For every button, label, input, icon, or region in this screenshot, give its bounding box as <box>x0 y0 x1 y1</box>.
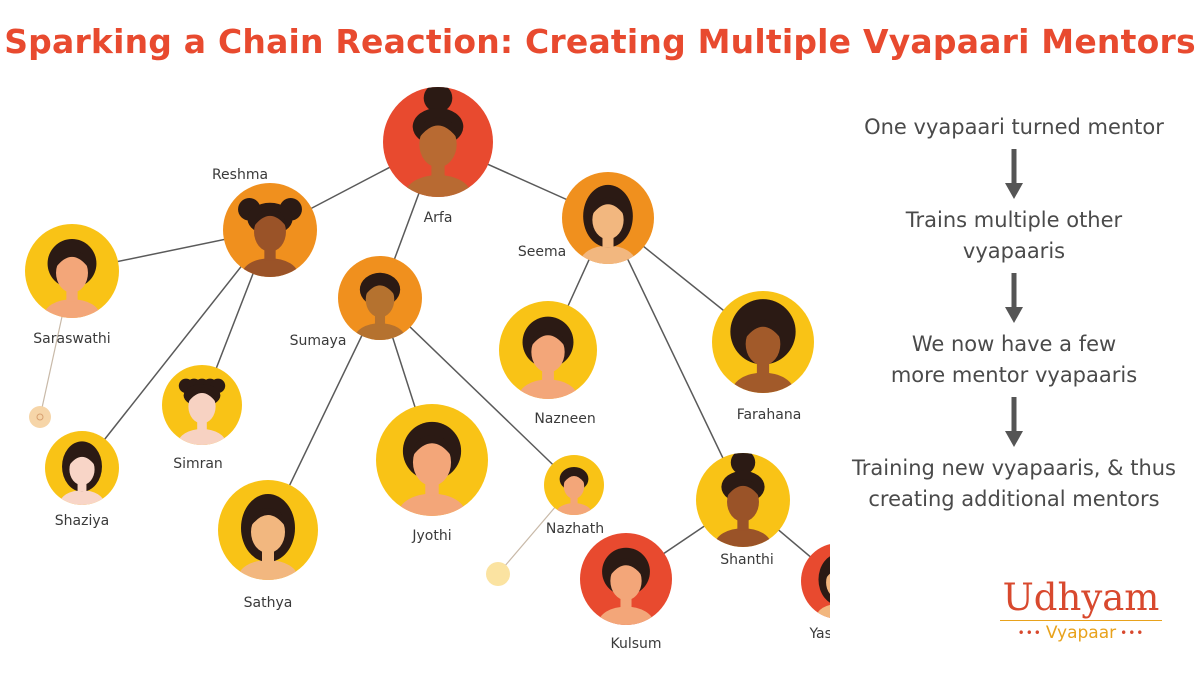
flow-step-1-text: One vyapaari turned mentor <box>864 115 1164 139</box>
person-shaziya: Shaziya <box>45 431 119 529</box>
flow-step-3-line-2: more mentor vyapaaris <box>890 363 1138 387</box>
down-arrow-icon <box>828 391 1200 453</box>
person-avatar-icon <box>556 467 592 515</box>
flow-step-4: Training new vyapaaris, & thus creating a… <box>828 453 1200 515</box>
person-avatar-icon <box>518 316 578 399</box>
person-avatar-icon <box>816 553 830 619</box>
person-name-kulsum: Kulsum <box>610 636 661 652</box>
person-avatar-icon <box>354 272 406 340</box>
person-shanthi: Shanthi <box>696 453 790 568</box>
dots-icon: ••• <box>1017 626 1042 640</box>
person-yashmeen: Yashmeen <box>801 544 830 642</box>
person-name-simran: Simran <box>173 456 223 472</box>
person-sumaya: Sumaya <box>290 256 422 349</box>
flow-step-3-line-1: We now have a few <box>911 332 1117 356</box>
person-name-farahana: Farahana <box>737 407 802 423</box>
person-avatar-icon <box>238 198 302 277</box>
flow-step-2-line-2: vyapaaris <box>962 239 1066 263</box>
person-avatar-icon <box>43 239 101 318</box>
person-kulsum: Kulsum <box>580 533 672 652</box>
person-name-shanthi: Shanthi <box>720 552 773 568</box>
person-avatar-icon <box>59 441 105 505</box>
flow-step-4-line-1: Training new vyapaaris, & thus <box>851 456 1176 480</box>
person-seema: Seema <box>518 172 654 264</box>
process-flow: One vyapaari turned mentor Trains multip… <box>828 112 1200 515</box>
person-avatar-icon <box>238 494 298 580</box>
person-reshma: Reshma <box>212 167 317 277</box>
person-name-saraswathi: Saraswathi <box>33 331 110 347</box>
stub-node <box>29 406 51 428</box>
logo-name: Udhyam <box>1002 576 1160 619</box>
person-avatar-icon <box>405 87 471 197</box>
person-name-jyothi: Jyothi <box>411 528 451 544</box>
person-name-seema: Seema <box>518 244 566 260</box>
flow-step-3: We now have a few more mentor vyapaaris <box>828 329 1200 391</box>
link-reshma-shaziya <box>81 229 271 469</box>
link-sumaya-nazhath <box>379 297 575 486</box>
person-arfa: Arfa <box>383 87 493 226</box>
person-nazneen: Nazneen <box>499 301 597 427</box>
stub-node <box>486 562 510 586</box>
person-avatar-icon <box>398 421 466 516</box>
dots-icon: ••• <box>1120 626 1145 640</box>
person-name-sumaya: Sumaya <box>290 333 347 349</box>
person-sathya: Sathya <box>218 480 318 611</box>
person-name-reshma: Reshma <box>212 167 268 183</box>
logo-tagline: ••• Vyapaar ••• <box>1000 620 1162 643</box>
person-saraswathi: Saraswathi <box>25 224 119 347</box>
page-title: Sparking a Chain Reaction: Creating Mult… <box>4 22 1196 61</box>
flow-step-4-line-2: creating additional mentors <box>868 487 1160 511</box>
person-name-arfa: Arfa <box>424 210 453 226</box>
person-simran: Simran <box>162 365 242 472</box>
udhyam-vyapaar-logo: Udhyam ••• Vyapaar ••• <box>1000 578 1162 643</box>
flow-step-2: Trains multiple other vyapaaris <box>828 205 1200 267</box>
person-circle <box>801 544 830 618</box>
person-avatar-icon <box>598 547 654 625</box>
person-jyothi: Jyothi <box>376 404 488 544</box>
person-name-sathya: Sathya <box>244 595 293 611</box>
person-avatar-icon <box>730 299 796 393</box>
person-avatar-icon <box>580 184 636 264</box>
person-name-nazneen: Nazneen <box>534 411 595 427</box>
down-arrow-icon <box>828 143 1200 205</box>
person-avatar-icon <box>178 378 226 445</box>
person-name-yashmeen: Yashmeen <box>808 626 830 642</box>
flow-step-1: One vyapaari turned mentor <box>828 112 1200 143</box>
logo-sub: Vyapaar <box>1045 623 1117 643</box>
down-arrow-icon <box>828 267 1200 329</box>
link-seema-shanthi <box>607 217 744 501</box>
flow-step-2-line-1: Trains multiple other <box>905 208 1123 232</box>
person-avatar-icon <box>714 453 772 547</box>
person-name-nazhath: Nazhath <box>546 521 604 537</box>
stub-node-dot <box>36 413 44 421</box>
person-nazhath: Nazhath <box>544 455 604 537</box>
person-name-shaziya: Shaziya <box>55 513 109 529</box>
person-farahana: Farahana <box>712 291 814 423</box>
